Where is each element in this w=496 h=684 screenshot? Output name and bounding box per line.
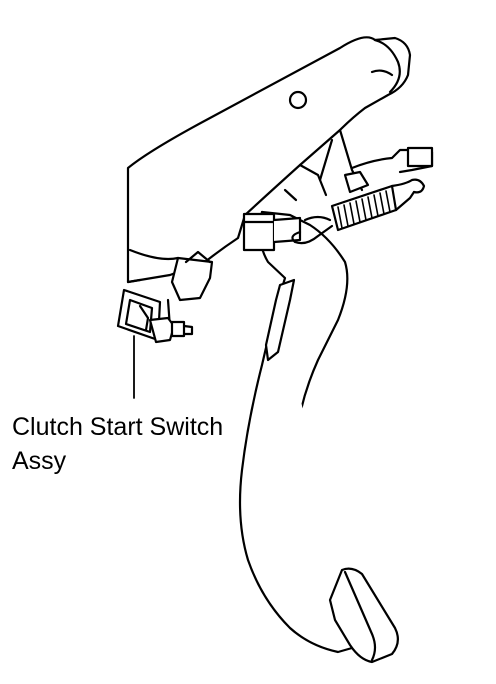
pivot-area <box>283 128 434 202</box>
switch-bracket <box>166 250 214 334</box>
pedal-stopper <box>242 212 302 252</box>
pedal-pad <box>328 567 399 664</box>
callout-label-clutch-start-switch: Clutch Start Switch Assy <box>12 410 272 478</box>
callout-label-line-2: Assy <box>12 447 67 475</box>
bracket-hole <box>288 90 308 110</box>
return-spring <box>291 178 426 245</box>
callout-label-line-1: Clutch Start Switch <box>12 413 224 441</box>
clutch-start-switch <box>116 288 194 344</box>
pedal-arm <box>238 210 354 654</box>
